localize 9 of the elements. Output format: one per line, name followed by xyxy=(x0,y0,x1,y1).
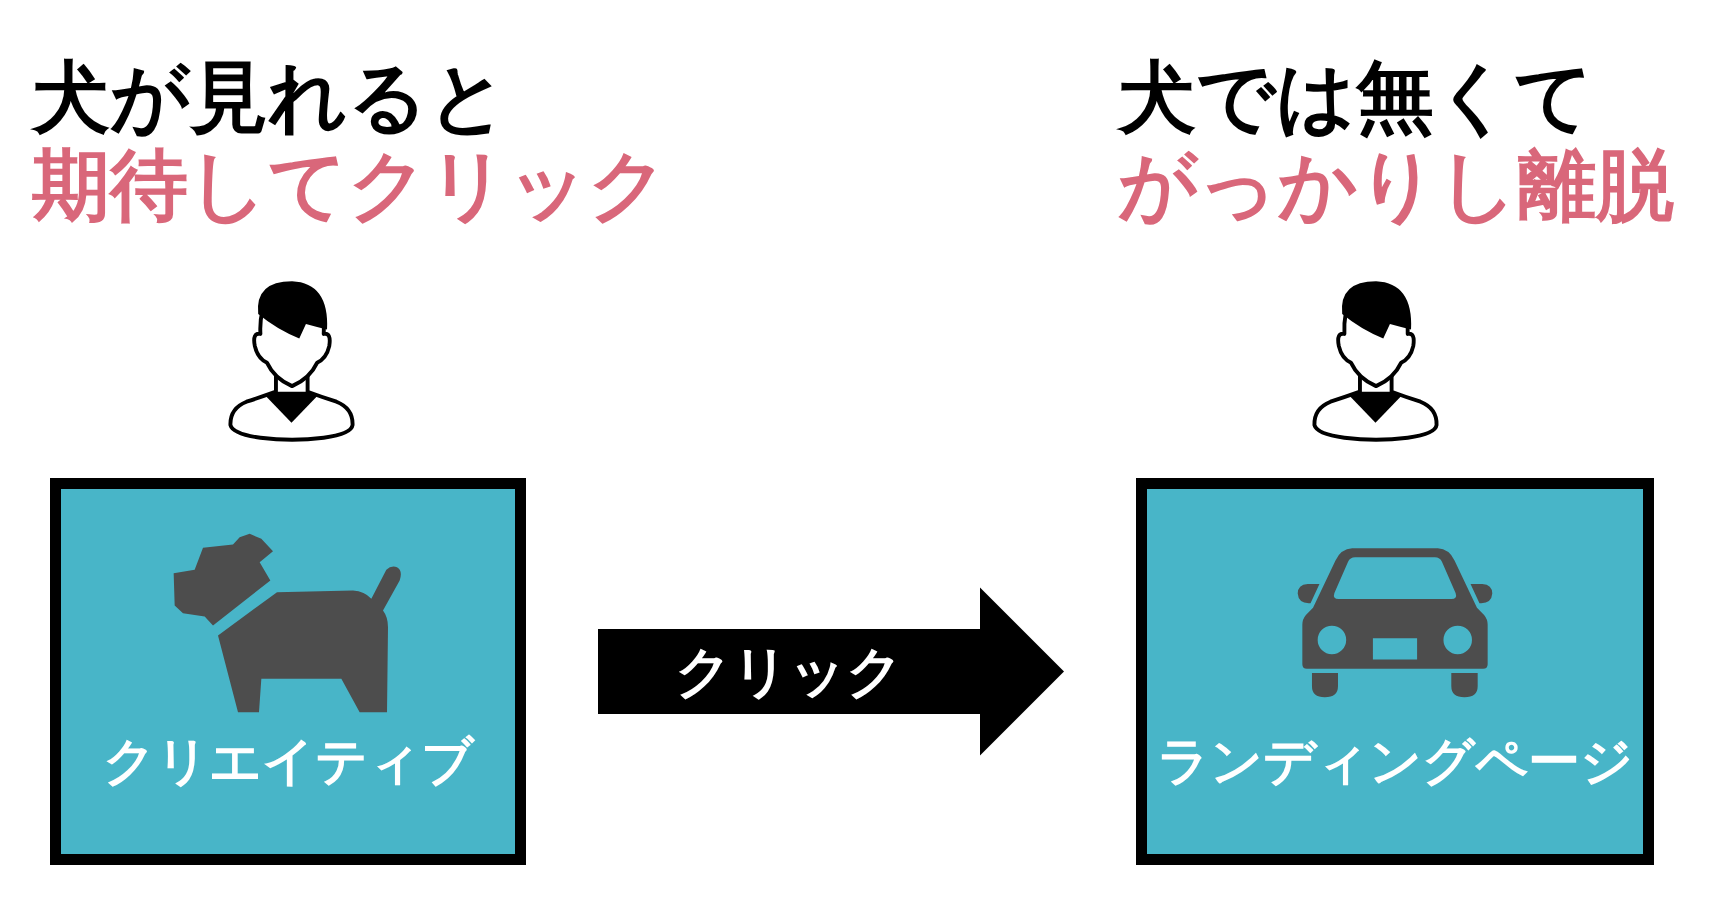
heading-text: 犬が見れると xyxy=(32,58,508,136)
content-panel xyxy=(50,478,526,865)
block-arrow xyxy=(598,587,1064,756)
heading-text: がっかりし離脱 xyxy=(1118,146,1674,224)
content-panel xyxy=(1136,478,1654,865)
heading-text: 期待してクリック xyxy=(32,146,668,224)
panel-label: ランディングページ xyxy=(1157,735,1633,787)
edge-label: クリック xyxy=(675,643,903,700)
panel-label: クリエイティブ xyxy=(102,735,474,787)
